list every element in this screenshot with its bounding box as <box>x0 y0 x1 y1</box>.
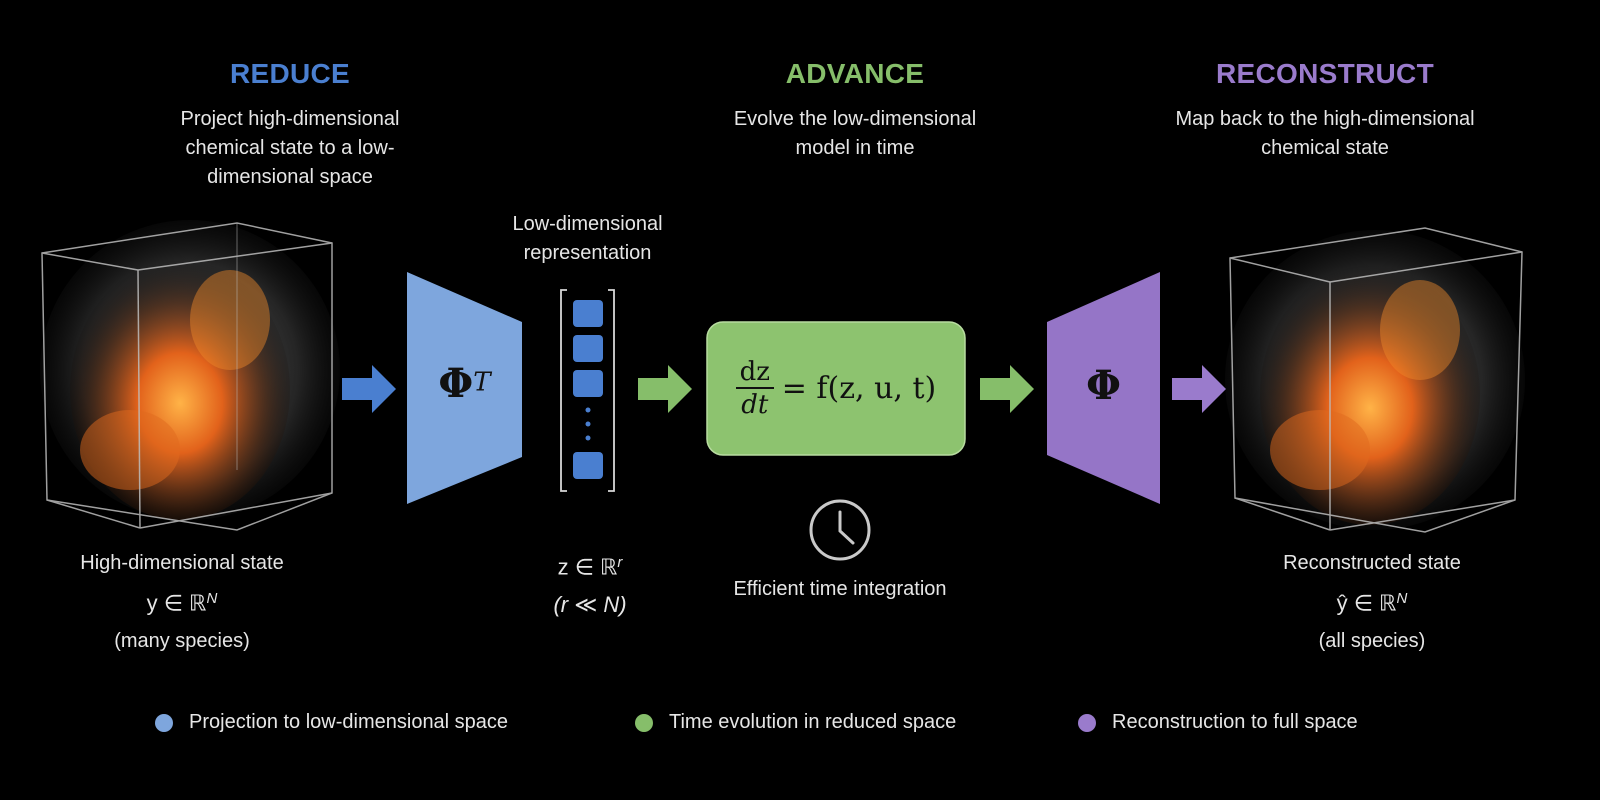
reconstructed-cube-image <box>1225 227 1525 533</box>
clock-icon <box>809 499 871 561</box>
legend-item-projection: Projection to low-dimensional space <box>155 711 508 734</box>
reduce-title: REDUCE <box>229 58 351 89</box>
latent-vector-cells <box>573 300 603 479</box>
latent-vector <box>560 289 615 492</box>
decoder-symbol: Φ <box>1086 362 1121 409</box>
legend-item-reconstruction: Reconstruction to full space <box>1078 711 1358 734</box>
arrow-to-ode <box>638 365 692 413</box>
arrow-to-decoder <box>980 365 1034 413</box>
arrow-to-reconstructed <box>1172 365 1226 413</box>
ode-box <box>706 321 966 456</box>
latent-label: Low-dimensional representation <box>512 213 663 264</box>
legend-dot-purple <box>1078 713 1096 732</box>
encoder-trapezoid <box>407 272 522 504</box>
high-dimensional-cube-image <box>40 220 340 531</box>
encoder-symbol: ΦT <box>438 360 491 407</box>
legend-item-time-evolution: Time evolution in reduced space <box>635 711 956 734</box>
decoder-trapezoid <box>1047 272 1160 504</box>
latent-math: z ∈ ℝr (r ≪ N) <box>553 554 627 617</box>
reconstructed-state-label: Reconstructed state ŷ ∈ ℝN (all species) <box>1283 552 1461 652</box>
reconstruct-description: Map back to the high-dimensional chemica… <box>1175 108 1475 159</box>
reconstruct-title: RECONSTRUCT <box>1216 58 1434 89</box>
high-state-label: High-dimensional state y ∈ ℝN (many spec… <box>80 552 284 652</box>
clock-label: Efficient time integration <box>733 578 947 600</box>
legend-dot-green <box>635 713 653 732</box>
arrow-to-encoder <box>342 365 396 413</box>
advance-title: ADVANCE <box>785 58 925 89</box>
advance-description: Evolve the low-dimensional model in time <box>733 108 977 159</box>
reduce-description: Project high-dimensional chemical state … <box>180 108 400 188</box>
ode-equation: dz dt = f(z, u, t) <box>707 322 965 455</box>
legend-dot-blue <box>155 713 173 732</box>
